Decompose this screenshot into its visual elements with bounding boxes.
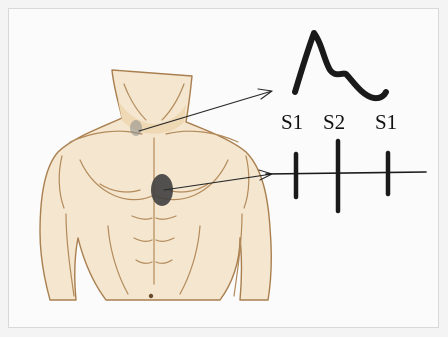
label-s1-second: S1 [375,112,397,133]
navel-mark [149,294,153,298]
heart-sound-markers [266,141,426,211]
apex-spot [151,174,173,206]
carotid-pulse-waveform [295,33,386,98]
label-s1-first: S1 [281,112,303,133]
arrow-head-pulse [258,89,272,99]
carotid-spot [130,120,142,136]
timeline-baseline [266,172,426,174]
label-s2: S2 [323,112,345,133]
